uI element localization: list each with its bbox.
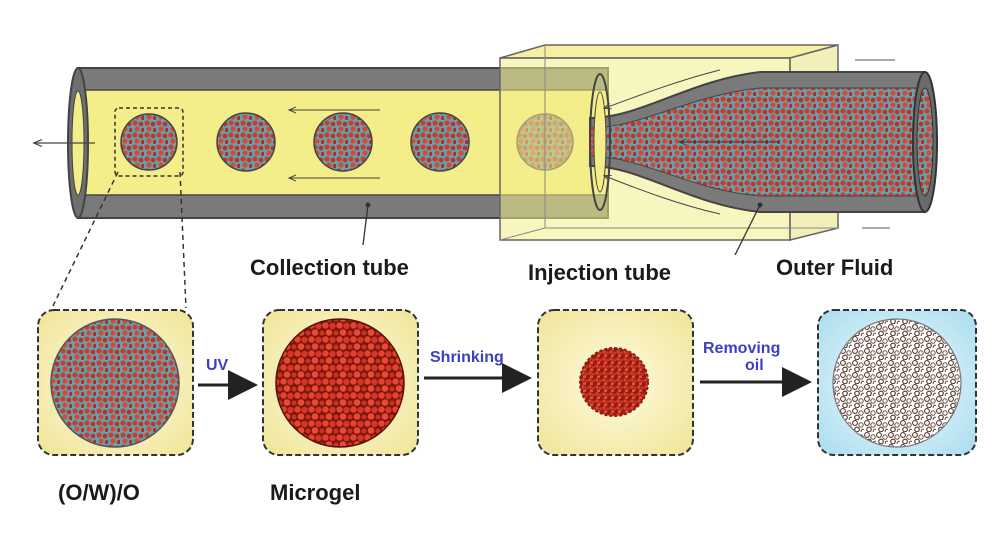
injection-tube-label: Injection tube <box>528 260 671 285</box>
shrinking-label: Shrinking <box>430 349 504 366</box>
outer-fluid-label: Outer Fluid <box>776 255 893 280</box>
highlight-box <box>114 107 184 177</box>
droplet <box>410 112 470 172</box>
droplet <box>313 112 373 172</box>
removing-label: Removing <box>703 340 780 357</box>
droplet <box>120 113 178 171</box>
uv-label: UV <box>206 357 229 374</box>
step-panel-owo <box>37 309 194 456</box>
step-panel-microgel <box>262 309 419 456</box>
collection-tube-label: Collection tube <box>250 255 409 280</box>
label-pointers <box>362 59 895 256</box>
step-panel-shrunk <box>537 309 694 456</box>
microgel-caption: Microgel <box>270 480 360 505</box>
injection-tube <box>589 69 938 215</box>
zoom-guides <box>51 171 187 309</box>
droplet <box>216 112 276 172</box>
step-panel-porous <box>817 309 977 456</box>
oil-label: oil <box>745 357 764 374</box>
process-arrows <box>198 363 812 400</box>
owo-caption: (O/W)/O <box>58 480 140 505</box>
